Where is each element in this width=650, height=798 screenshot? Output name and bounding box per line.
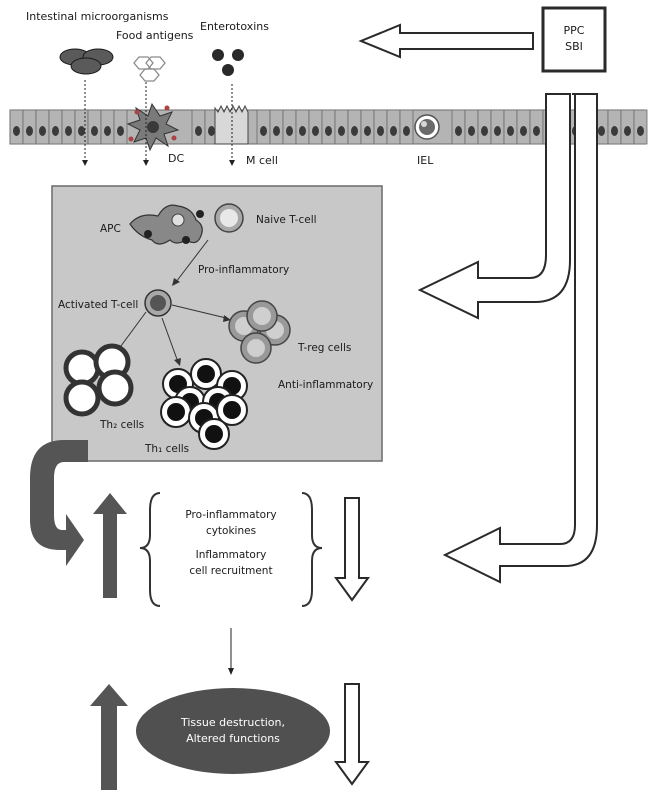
down-arrow-tissue <box>334 683 370 786</box>
ppc-label: PPC <box>564 24 585 37</box>
cell-nucleus <box>351 126 358 136</box>
cell-nucleus <box>468 126 475 136</box>
dendritic-cell-icon <box>126 102 180 152</box>
cell-nucleus <box>455 126 462 136</box>
food-antigens-icon <box>133 56 166 82</box>
th1-label: Th₁ cells <box>144 443 189 455</box>
arrowhead-activated <box>172 278 180 286</box>
left-brace <box>139 492 161 607</box>
tissue-line1: Tissue destruction, <box>180 716 285 729</box>
cell-nucleus <box>195 126 202 136</box>
cell-nucleus <box>611 126 618 136</box>
antigen-penetration-lines <box>84 80 233 162</box>
cell-nucleus <box>533 126 540 136</box>
cytokines-line1: Pro-inflammatory <box>185 509 276 521</box>
ppc-left-arrow <box>358 23 534 59</box>
cell-nucleus <box>286 126 293 136</box>
cell-nucleus <box>507 126 514 136</box>
apc-cell-icon <box>129 204 204 245</box>
treg-label: T-reg cells <box>297 342 351 354</box>
recruitment-line2: cell recruitment <box>189 565 272 577</box>
up-arrow-tissue <box>90 684 128 790</box>
differentiation-arrows <box>117 304 227 363</box>
naive-tcell-label: Naive T-cell <box>256 214 317 226</box>
food-antigens-label: Food antigens <box>116 29 194 42</box>
cell-nucleus <box>78 126 85 136</box>
cell-nucleus <box>637 126 644 136</box>
cell-nucleus <box>117 126 124 136</box>
cell-nucleus <box>65 126 72 136</box>
tissue-destruction-ellipse: Tissue destruction, Altered functions <box>136 688 330 774</box>
cell-nucleus <box>520 126 527 136</box>
cell-nucleus <box>273 126 280 136</box>
th1-cell-nucleus <box>167 403 185 421</box>
right-brace <box>301 492 323 607</box>
apc-label: APC <box>100 223 121 235</box>
anti-inflammatory-label: Anti-inflammatory <box>278 379 373 391</box>
cell-nucleus <box>325 126 332 136</box>
recruitment-line1: Inflammatory <box>196 549 267 561</box>
naive-to-activated-arrow <box>175 239 209 283</box>
iel-label: IEL <box>417 154 434 167</box>
epithelium-layer <box>9 109 648 145</box>
microorganisms-label: Intestinal microorganisms <box>26 10 169 23</box>
up-arrow-cytokines <box>93 493 127 598</box>
ppc-sbi-box: PPC SBI <box>541 6 607 73</box>
cell-nucleus <box>481 126 488 136</box>
enterotoxins-icon <box>212 49 244 76</box>
naive-tcell-icon <box>214 203 244 233</box>
cell-nucleus <box>26 126 33 136</box>
sbi-label: SBI <box>565 40 583 53</box>
th2-label: Th₂ cells <box>99 419 144 431</box>
cell-nucleus <box>377 126 384 136</box>
cell-nucleus <box>624 126 631 136</box>
cell-nucleus <box>208 126 215 136</box>
feedback-curved-arrow <box>30 440 88 566</box>
iel-cell-icon <box>414 114 440 140</box>
cell-nucleus <box>91 126 98 136</box>
th1-cell-nucleus <box>205 425 223 443</box>
th1-cells-icon <box>160 358 248 450</box>
ppc-curved-arrows <box>417 93 598 584</box>
activated-tcell-icon <box>144 289 172 317</box>
enterotoxins-label: Enterotoxins <box>200 20 269 33</box>
m-cell-label: M cell <box>246 154 278 167</box>
th1-cell-nucleus <box>197 365 215 383</box>
cell-nucleus <box>598 126 605 136</box>
cell-nucleus <box>13 126 20 136</box>
th2-cells-icon <box>63 343 134 417</box>
cell-nucleus <box>390 126 397 136</box>
cytokines-line2: cytokines <box>206 525 256 537</box>
microorganisms-icon <box>59 48 114 75</box>
cell-nucleus <box>364 126 371 136</box>
down-arrow-cytokines <box>334 497 370 602</box>
cell-nucleus <box>104 126 111 136</box>
treg-cells-icon <box>228 300 291 364</box>
dc-label: DC <box>168 152 184 165</box>
cell-nucleus <box>52 126 59 136</box>
pro-inflammatory-label: Pro-inflammatory <box>198 264 289 276</box>
cell-nucleus <box>260 126 267 136</box>
cell-nucleus <box>312 126 319 136</box>
tissue-line2: Altered functions <box>186 732 280 745</box>
th1-cell-nucleus <box>223 401 241 419</box>
activated-tcell-label: Activated T-cell <box>58 299 138 311</box>
arrowhead-tissue <box>228 668 234 675</box>
cell-nucleus <box>299 126 306 136</box>
arrowheads <box>82 160 235 166</box>
cell-nucleus <box>338 126 345 136</box>
cell-nucleus <box>403 126 410 136</box>
cell-nucleus <box>494 126 501 136</box>
cell-nucleus <box>39 126 46 136</box>
